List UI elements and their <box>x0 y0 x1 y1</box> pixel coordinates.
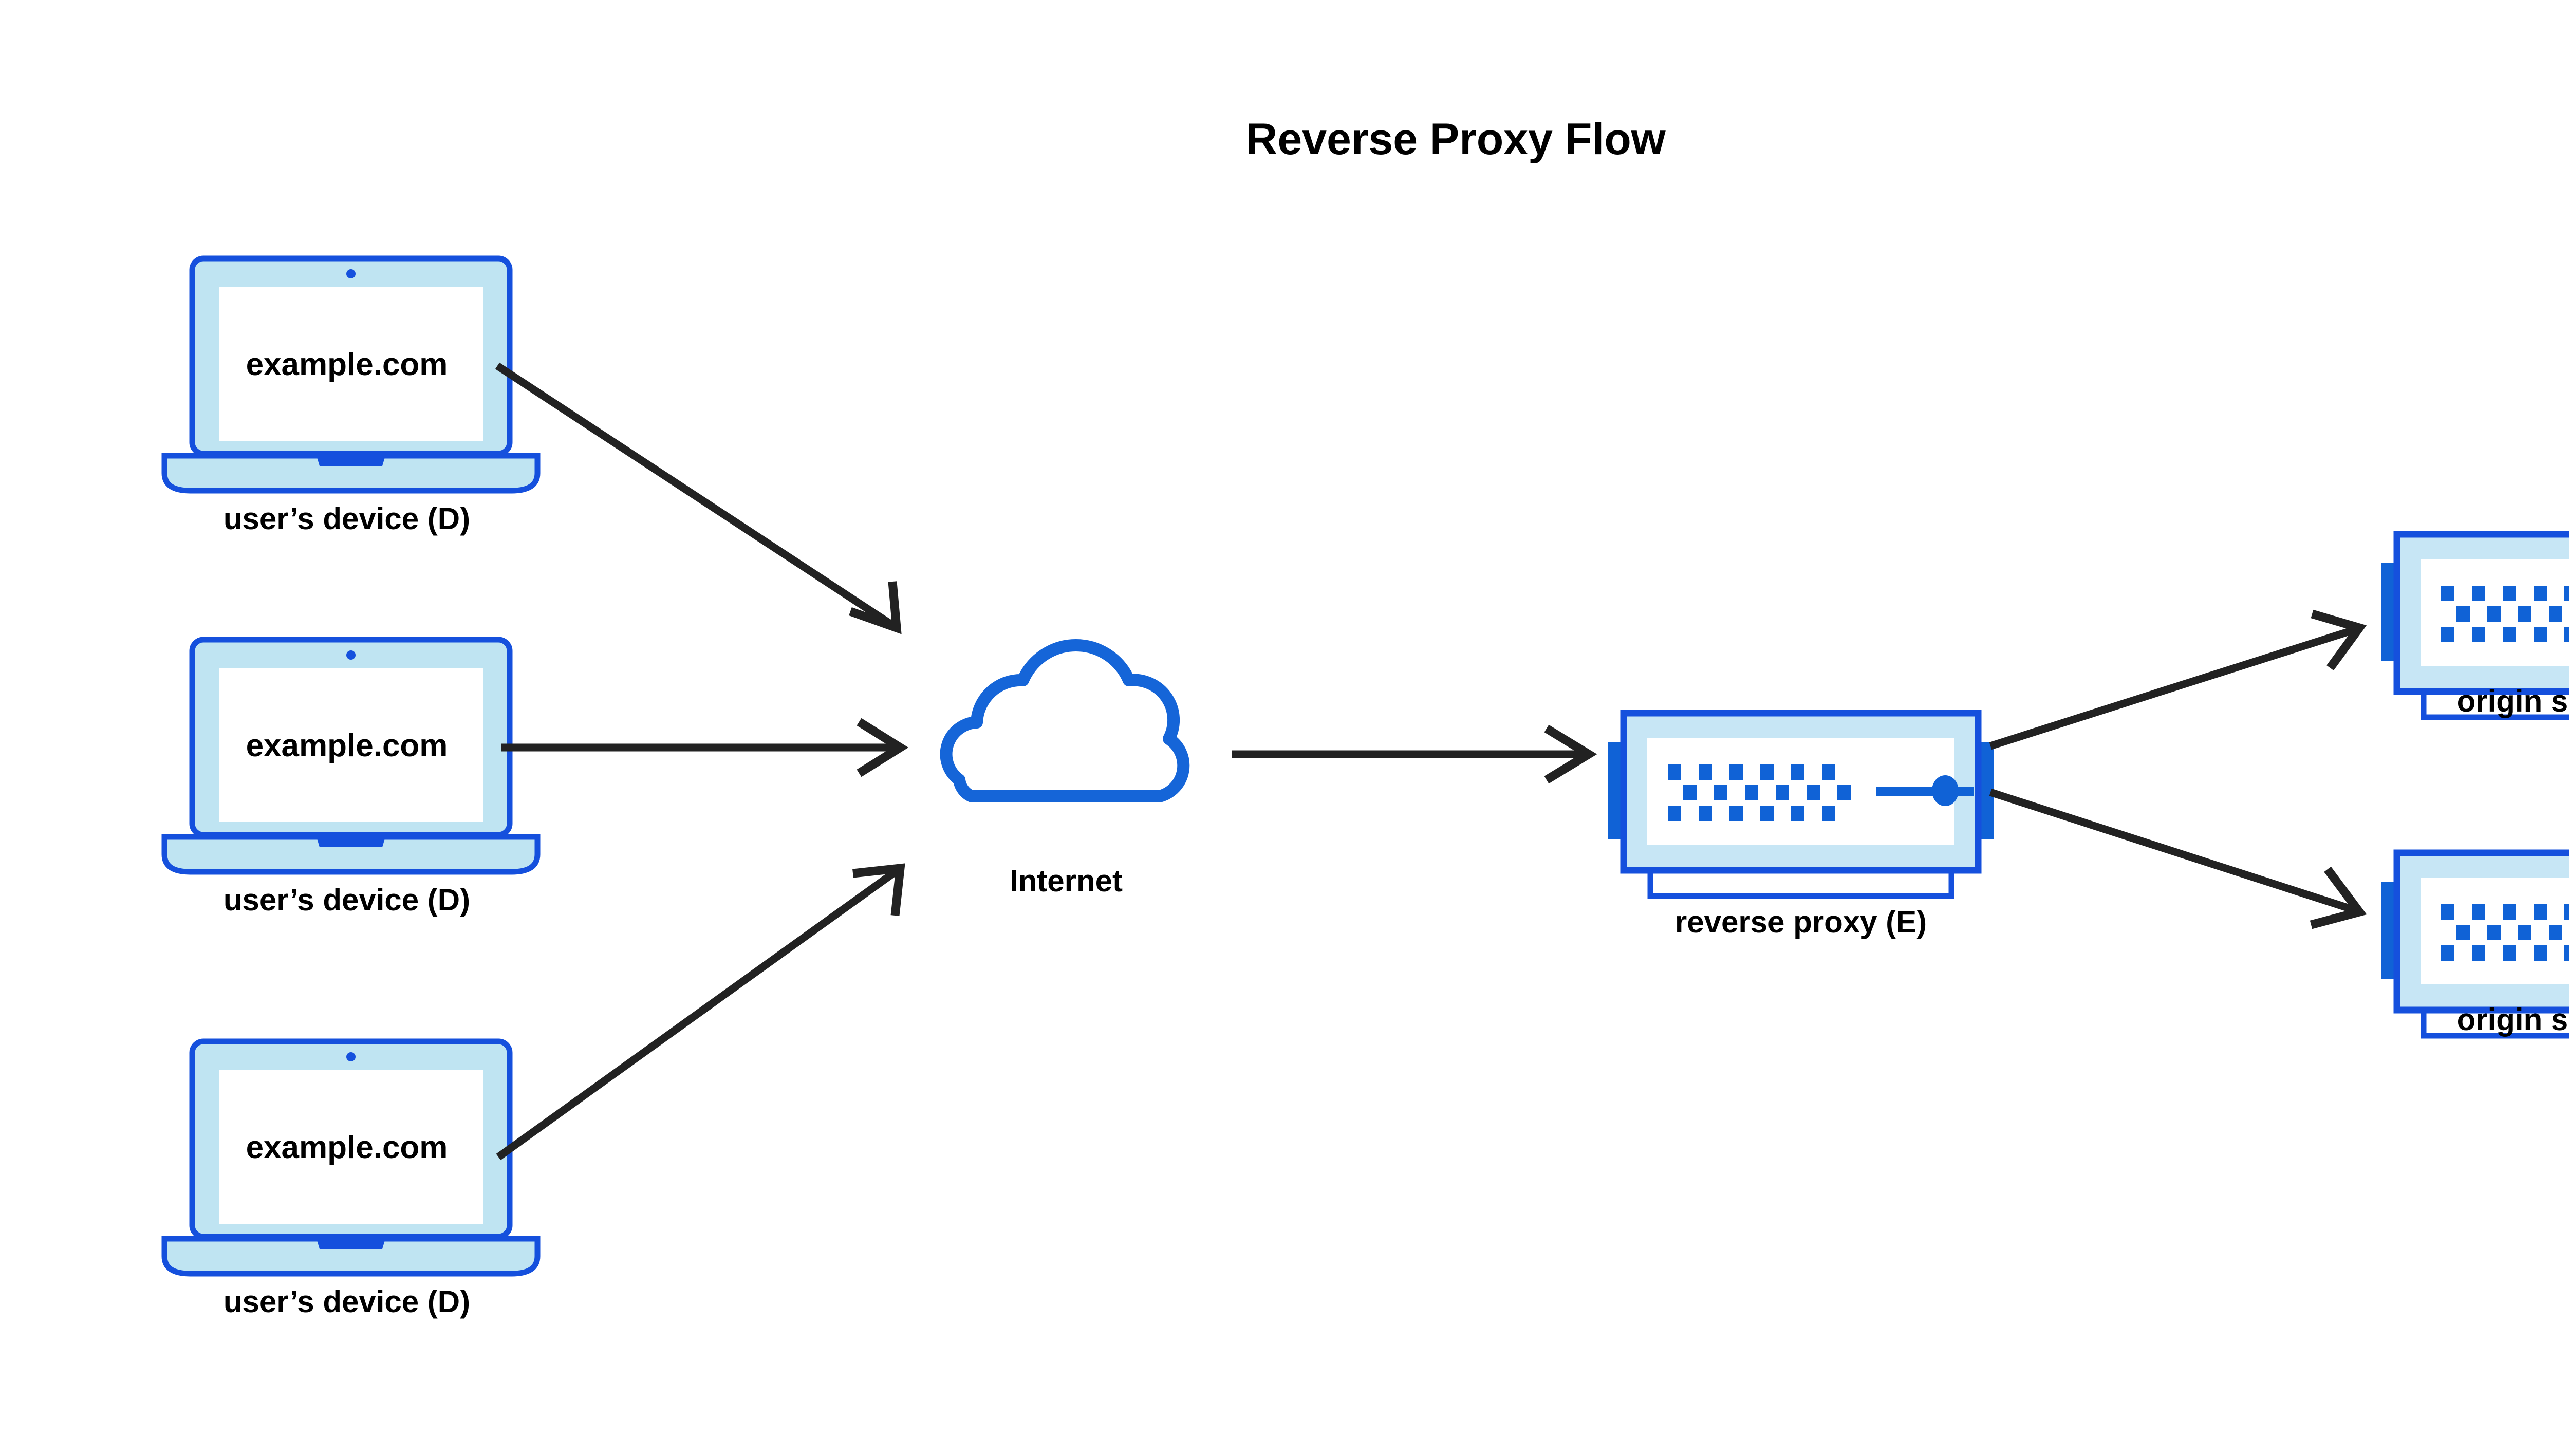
device-middle-caption: user’s device (D) <box>224 883 470 917</box>
origin-top-caption: origin server (F) <box>2457 684 2569 718</box>
device-middle: example.com user’s device (D) <box>164 640 537 917</box>
origin-bottom-caption: origin server (F) <box>2457 1002 2569 1037</box>
proxy-status-line <box>1876 787 1974 794</box>
arrow-device-bottom-to-internet <box>496 863 905 1161</box>
cloud-icon <box>946 645 1184 796</box>
device-top-caption: user’s device (D) <box>224 501 470 536</box>
server-icon <box>1608 713 1994 896</box>
arrow-layer <box>495 362 2367 1161</box>
internet-cloud: Internet <box>946 645 1184 898</box>
origin-top-node: origin server (F) <box>2381 534 2569 718</box>
arrow-proxy-to-origin-bottom <box>1989 788 2367 929</box>
page-title: Reverse Proxy Flow <box>1245 115 1666 164</box>
arrow-proxy-to-origin-top <box>1989 609 2367 750</box>
arrow-device-top-to-internet <box>495 362 902 634</box>
device-top: example.com user’s device (D) <box>164 258 537 536</box>
internet-caption: Internet <box>1010 864 1123 898</box>
device-bottom: example.com user’s device (D) <box>164 1041 537 1319</box>
device-middle-screen-text: example.com <box>246 728 448 763</box>
arrow-device-middle-to-internet <box>501 718 909 777</box>
reverse-proxy-caption: reverse proxy (E) <box>1675 905 1927 939</box>
reverse-proxy-node: reverse proxy (E) <box>1608 713 1994 939</box>
origin-bottom-node: origin server (F) <box>2381 853 2569 1037</box>
proxy-led-icon <box>1932 775 1959 806</box>
device-bottom-screen-text: example.com <box>246 1130 448 1165</box>
device-top-screen-text: example.com <box>246 347 448 382</box>
arrow-internet-to-proxy <box>1232 724 1597 784</box>
device-bottom-caption: user’s device (D) <box>224 1284 470 1319</box>
